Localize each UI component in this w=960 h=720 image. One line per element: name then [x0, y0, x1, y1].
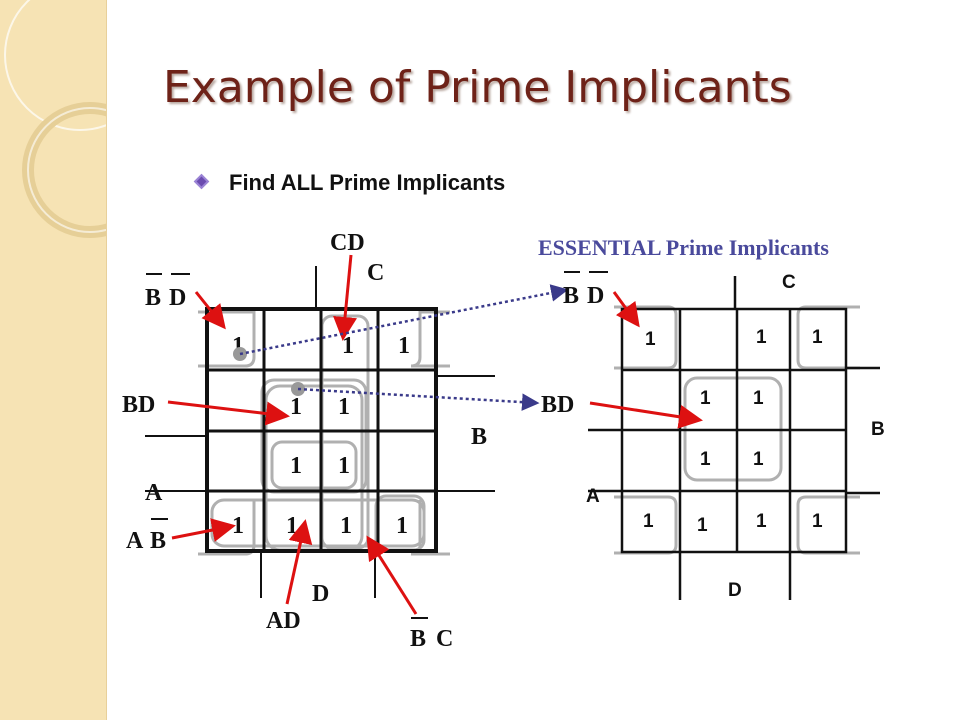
left-kmap-grid [145, 266, 495, 598]
left-var-c: C [367, 260, 384, 286]
decorative-sidebar [0, 0, 107, 720]
right-cell-r1c3: 1 [756, 327, 767, 348]
label-ad: AD [266, 608, 301, 634]
left-cell-r4c1: 1 [232, 513, 244, 539]
label-a-b-bar-a: A [126, 528, 144, 554]
right-kmap-grid [588, 276, 880, 600]
right-kmap-var-labels: C B A D [586, 272, 885, 601]
rarrow-bd-bar [612, 291, 640, 328]
label-bd-bar-b: B [145, 285, 161, 311]
arrow-cd [333, 254, 357, 341]
rarrow-bd [589, 401, 703, 429]
right-var-b: B [871, 419, 885, 440]
connector-bd [297, 387, 540, 411]
label-b-bar-c-b: B [410, 626, 426, 652]
left-var-b: B [471, 424, 487, 450]
rgroup-bd-bar-tr [796, 305, 860, 370]
arrow-b-bar-c [366, 535, 418, 615]
essential-heading: ESSENTIAL Prime Implicants [538, 235, 829, 260]
left-cell-r3c3: 1 [338, 453, 350, 479]
right-cell-r1c4: 1 [812, 327, 823, 348]
right-cell-r4c4: 1 [812, 511, 823, 532]
left-var-d: D [312, 581, 329, 607]
right-cell-r4c1: 1 [643, 511, 654, 532]
group-bd-bar-left [198, 310, 256, 368]
left-cell-r1c4: 1 [398, 333, 410, 359]
rlabel-bd-bar-d: D [587, 283, 604, 309]
right-cell-r1c1: 1 [645, 329, 656, 350]
arrow-bd-bar [194, 291, 226, 330]
left-cell-r4c2: 1 [286, 513, 298, 539]
connector-bd-bar [239, 284, 569, 356]
rgroup-bd-bar-tl [614, 305, 678, 370]
right-kmap-arrows [589, 291, 703, 429]
right-cell-r2c2: 1 [700, 388, 711, 409]
right-cell-r4c2: 1 [697, 515, 708, 536]
left-cell-r2c3: 1 [338, 394, 350, 420]
right-cell-r3c2: 1 [700, 449, 711, 470]
left-cell-r4c4: 1 [396, 513, 408, 539]
left-var-a: A [145, 480, 163, 506]
rlabel-bd: BD [541, 392, 574, 418]
arrow-bd [167, 400, 290, 426]
slide-title: Example of Prime Implicants [163, 62, 792, 113]
left-kmap-var-labels: C B A D [145, 260, 487, 607]
right-cell-r4c3: 1 [756, 511, 767, 532]
right-kmap: 1 1 1 1 1 1 1 1 1 1 1 C B A D B D BD [541, 271, 885, 601]
bullet-text: Find ALL Prime Implicants [229, 170, 506, 195]
dotted-connectors [239, 284, 569, 411]
label-bd: BD [122, 392, 155, 418]
label-cd: CD [330, 230, 365, 256]
right-var-a: A [586, 486, 600, 507]
left-kmap: 1 1 1 1 1 1 1 1 1 1 1 C B A D B D CD BD … [122, 230, 495, 652]
right-cell-r3c3: 1 [753, 449, 764, 470]
rgroup-bd-bar-br [796, 495, 860, 555]
left-kmap-arrows [167, 254, 418, 615]
group-bd-bar-right [410, 310, 450, 368]
rlabel-bd-bar-b: B [563, 283, 579, 309]
group-bd [260, 378, 368, 494]
right-kmap-implicant-labels: B D BD [541, 271, 608, 418]
group-bd-inner [270, 440, 358, 490]
right-cell-r2c3: 1 [753, 388, 764, 409]
label-a-b-bar-b: B [150, 528, 166, 554]
arrow-a-b-bar [171, 518, 236, 542]
label-b-bar-c-c: C [436, 626, 453, 652]
left-cell-r3c2: 1 [290, 453, 302, 479]
left-cell-r2c2: 1 [290, 394, 302, 420]
decorative-circles [4, 0, 106, 238]
right-var-d: D [728, 580, 742, 601]
arrow-ad [285, 519, 313, 605]
left-kmap-implicant-labels: B D CD BD A B AD B C [122, 230, 453, 652]
left-cell-r4c3: 1 [340, 513, 352, 539]
right-var-c: C [782, 272, 796, 293]
label-bd-bar-d: D [169, 285, 186, 311]
right-kmap-cells: 1 1 1 1 1 1 1 1 1 1 1 [643, 327, 823, 536]
